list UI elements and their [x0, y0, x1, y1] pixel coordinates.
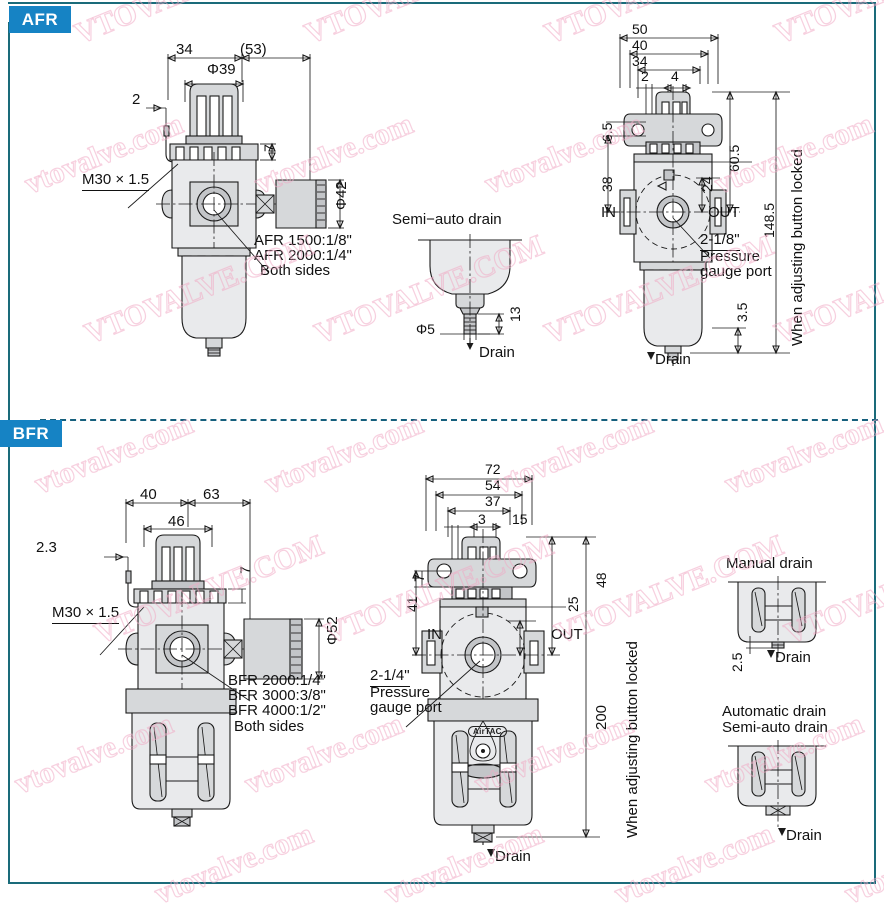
- bfr-auto-drain-arrow: [778, 828, 786, 836]
- section-badge-bfr: BFR: [0, 420, 62, 447]
- afr-side-dim-24: 24: [699, 176, 715, 192]
- bfr-side-dim-25: 25: [565, 596, 581, 612]
- afr-locked-note: When adjusting button locked: [789, 149, 806, 346]
- afr-side-dim-148p5: 148.5: [761, 202, 777, 238]
- page-frame-top: [8, 2, 876, 4]
- bfr-dim-7: 7: [237, 566, 253, 574]
- afr-thread-note: M30 × 1.5: [82, 171, 150, 191]
- bfr-auto-drain-label: Drain: [786, 827, 822, 844]
- afr-side-dim-6p5: 6.5: [599, 122, 615, 142]
- bfr-manual-drain-dim: 2.5: [729, 652, 745, 672]
- afr-side-dim-3p5: 3.5: [734, 302, 750, 322]
- page-frame-bottom: [8, 882, 876, 884]
- afr-dim-34: 34: [176, 41, 193, 58]
- bfr-port-out: OUT: [551, 626, 583, 643]
- afr-port-out: OUT: [708, 204, 740, 221]
- bfr-side-dim-48: 48: [593, 572, 609, 588]
- afr-side-dim-38: 38: [599, 176, 615, 192]
- afr-drain-detail-title: Semi−auto drain: [392, 211, 502, 228]
- afr-side-dim-60p5: 60.5: [726, 144, 742, 172]
- afr-port-note-2000: AFR 2000:1/4": [254, 247, 352, 264]
- afr-dim-dia39: Φ39: [207, 61, 236, 78]
- bfr-side-dim-7: 7: [411, 574, 427, 582]
- bfr-locked-note: When adjusting button locked: [624, 641, 641, 838]
- bfr-dim-dia52: Φ52: [324, 616, 341, 645]
- page-frame-left: [8, 22, 10, 884]
- afr-side-dim-40: 40: [632, 37, 648, 53]
- afr-side-view-drawing: [604, 34, 790, 366]
- bfr-auto-drain-title-1: Automatic drain: [722, 703, 827, 720]
- bfr-side-dim-37: 37: [485, 493, 501, 509]
- bfr-auto-drain-drawing: [728, 740, 826, 828]
- bfr-port-note-3000: BFR 3000:3/8": [228, 687, 326, 704]
- bfr-dim-40: 40: [140, 486, 157, 503]
- bfr-thread-note: M30 × 1.5: [52, 604, 120, 624]
- bfr-side-dim-200: 200: [593, 704, 610, 730]
- afr-dim-dia42: Φ42: [333, 181, 350, 210]
- section-badge-afr: AFR: [9, 6, 71, 33]
- page-frame-right: [874, 2, 876, 884]
- bfr-port-note-2000: BFR 2000:1/4": [228, 672, 326, 689]
- bfr-side-dim-41: 41: [404, 596, 420, 612]
- afr-dim-53: (53): [240, 41, 267, 58]
- afr-gauge-port-line1: Pressure: [700, 248, 761, 265]
- afr-side-drain-arrow: [647, 352, 655, 360]
- bfr-front-view-drawing: [99, 499, 324, 827]
- afr-dim-2: 2: [132, 91, 141, 108]
- bfr-dim-46: 46: [168, 513, 185, 530]
- bfr-dim-2p3: 2.3: [36, 539, 57, 556]
- bfr-brand-logo: AirTAC: [468, 726, 507, 737]
- afr-side-drain-label: Drain: [655, 351, 691, 368]
- afr-drain-detail-drawing: [418, 234, 522, 350]
- bfr-dim-63: 63: [203, 486, 220, 503]
- bfr-manual-drain-title: Manual drain: [726, 555, 813, 572]
- afr-dim-7: 7: [261, 144, 277, 152]
- bfr-port-in: IN: [427, 626, 442, 643]
- afr-port-note-1500: AFR 1500:1/8": [254, 232, 352, 249]
- afr-drain-label: Drain: [479, 344, 515, 361]
- bfr-side-drain-label: Drain: [495, 848, 531, 865]
- section-divider: [40, 419, 878, 421]
- afr-drain-dim-dia5: Φ5: [416, 321, 435, 337]
- afr-side-dim-34: 34: [632, 53, 648, 69]
- watermark: vtovalve.com: [719, 407, 884, 502]
- afr-gauge-port-size: 2-1/8": [700, 231, 740, 251]
- bfr-side-dim-54: 54: [485, 477, 501, 493]
- bfr-manual-drain-drawing: [728, 576, 826, 662]
- bfr-manual-drain-label: Drain: [775, 649, 811, 666]
- afr-front-view-drawing: [127, 54, 344, 357]
- afr-gauge-port-line2: gauge port: [700, 263, 772, 280]
- afr-both-sides: Both sides: [260, 262, 331, 279]
- bfr-both-sides: Both sides: [234, 718, 305, 735]
- bfr-side-view-drawing: [405, 475, 600, 845]
- bfr-gauge-port-line1: Pressure: [370, 684, 431, 701]
- afr-side-dim-4: 4: [671, 68, 679, 84]
- bfr-gauge-port-line2: gauge port: [370, 699, 442, 716]
- bfr-side-drain-arrow: [487, 849, 495, 857]
- bfr-manual-drain-arrow: [767, 650, 775, 658]
- bfr-side-dim-15: 15: [512, 511, 528, 527]
- bfr-auto-drain-title-2: Semi-auto drain: [722, 719, 828, 736]
- bfr-side-dim-3: 3: [478, 511, 486, 527]
- bfr-port-note-4000: BFR 4000:1/2": [228, 702, 326, 719]
- bfr-side-dim-72: 72: [485, 461, 501, 477]
- afr-side-dim-50: 50: [632, 21, 648, 37]
- afr-port-in: IN: [601, 204, 616, 221]
- afr-side-dim-2: 2: [641, 68, 649, 84]
- watermark: vtovalve.com: [839, 817, 884, 912]
- bfr-gauge-port-size: 2-1/4": [370, 667, 410, 687]
- afr-drain-dim-13: 13: [507, 306, 523, 322]
